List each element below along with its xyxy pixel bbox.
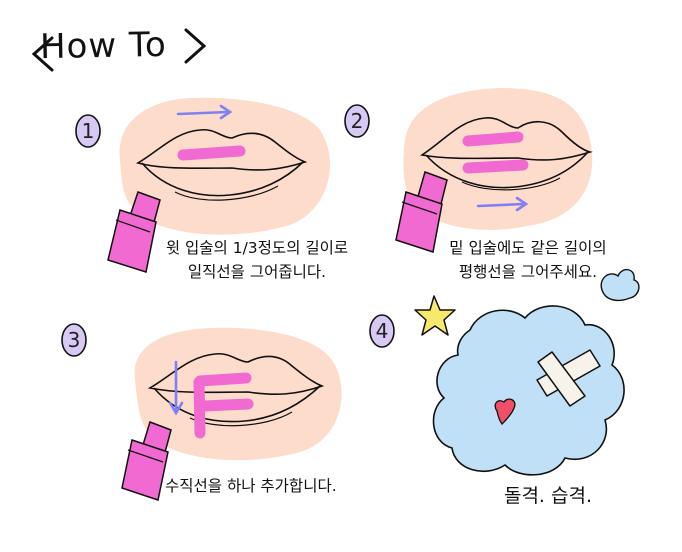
plaster-icon [536, 349, 601, 407]
lipstick-line-1 [177, 145, 246, 161]
step-1-badge [75, 114, 101, 148]
lipstick-body-3 [121, 439, 169, 501]
step-1-number: 1 [81, 119, 95, 143]
lips-outline-2 [419, 117, 593, 161]
step-3-illustration [121, 327, 342, 501]
step-1-illustration [107, 97, 330, 273]
lipstick-line-3a [194, 372, 252, 387]
skin-blob-1 [119, 97, 330, 235]
lipstick-line-3b [199, 398, 254, 412]
step-3-caption-line-1: 수직선을 하나 추가합니다. [165, 477, 337, 495]
lipstick-line-2a [462, 131, 524, 147]
step-2-caption-line-2: 평행선을 그어주세요. [458, 263, 598, 281]
lips-lower-2 [425, 151, 589, 189]
page-title: How To [39, 24, 168, 68]
large-cloud [432, 305, 625, 476]
title-right-bracket [184, 28, 207, 64]
step-4-caption-line-1: 돌격. 습격. [503, 485, 593, 507]
star-icon [414, 295, 456, 336]
lips-outline-1 [135, 128, 308, 171]
lips-outline-3 [147, 352, 325, 396]
lips-lower-1 [141, 161, 304, 197]
step-2-number: 2 [350, 109, 364, 133]
small-cloud [600, 269, 640, 302]
lipstick-line-2b [462, 159, 529, 174]
step-4-badge [369, 314, 395, 348]
heart-icon [494, 398, 516, 425]
step-4-number: 4 [375, 319, 389, 343]
arrow-2 [476, 202, 526, 208]
step-3-caption: 수직선을 하나 추가합니다. [165, 474, 355, 498]
step-1-caption: 윗 입술의 1/3정도의 길이로 일직선을 그어줍니다. [152, 236, 362, 284]
step-2-badge [344, 104, 370, 138]
arrow-1 [176, 110, 230, 116]
step-4-caption: 돌격. 습격. [478, 484, 618, 508]
lipstick-body-2 [395, 191, 443, 253]
step-2-caption: 밑 입술에도 같은 길이의 평행선을 그어주세요. [428, 236, 628, 284]
step-1-caption-line-1: 윗 입술의 1/3정도의 길이로 [165, 239, 349, 257]
lipstick-line-3c [193, 376, 206, 439]
lipstick-body-1 [107, 209, 157, 273]
step-2-illustration [395, 88, 593, 253]
title-left-bracket [31, 36, 54, 72]
step-1-caption-line-2: 일직선을 그어줍니다. [187, 263, 327, 281]
skin-blob-3 [134, 327, 342, 461]
step-3-number: 3 [67, 328, 81, 352]
step-3-badge [61, 323, 87, 357]
step-2-caption-line-1: 밑 입술에도 같은 길이의 [449, 239, 607, 257]
step-4-illustration [414, 295, 625, 476]
